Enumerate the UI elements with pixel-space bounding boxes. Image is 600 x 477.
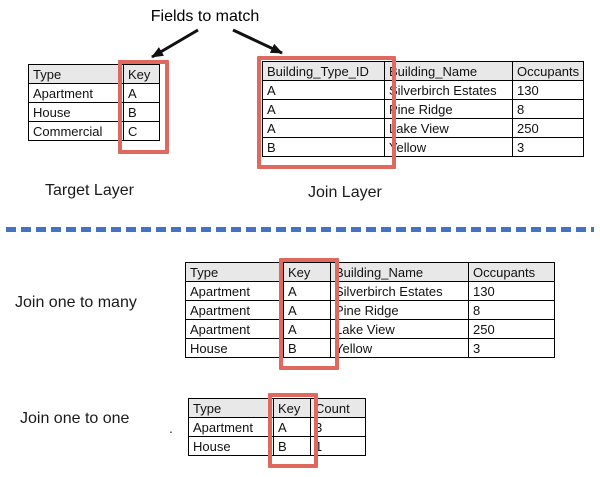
table-cell: C — [123, 121, 160, 141]
table-cell: A — [262, 99, 385, 119]
column-header: Occupants — [511, 61, 585, 81]
diagram-title: Fields to match — [150, 8, 260, 25]
table-cell: A — [123, 83, 160, 103]
column-header: Type — [28, 64, 124, 84]
table-cell: Yellow — [384, 137, 513, 157]
table-cell: Silverbirch Estates — [330, 281, 469, 301]
table-cell: Apartment — [28, 83, 124, 103]
table-cell: Pine Ridge — [330, 300, 469, 320]
table-cell: 250 — [468, 319, 555, 339]
table-cell: A — [283, 281, 331, 301]
table-cell: B — [123, 102, 160, 122]
column-header: Occupants — [468, 262, 555, 282]
table-cell: 8 — [468, 300, 555, 320]
table-cell: 3 — [468, 338, 555, 358]
fields-to-match-arrows — [151, 28, 283, 59]
table-cell: A — [283, 319, 331, 339]
column-header: Key — [283, 262, 331, 282]
column-header: Key — [273, 398, 311, 418]
table-cell: Commercial — [28, 121, 124, 141]
column-header: Type — [185, 262, 284, 282]
table-cell: Lake View — [330, 319, 469, 339]
table-cell: 1 — [310, 436, 366, 456]
table-cell: Silverbirch Estates — [384, 80, 513, 100]
stray-period-mark: . — [169, 420, 173, 436]
target-layer-label: Target Layer — [45, 182, 134, 199]
table-cell: House — [188, 436, 274, 456]
table-cell: Pine Ridge — [384, 99, 513, 119]
table-cell: 130 — [511, 80, 585, 100]
arrow-down-right-icon — [232, 28, 283, 55]
section-divider — [6, 227, 594, 232]
table-cell: Apartment — [185, 319, 284, 339]
table-cell: Lake View — [384, 118, 513, 138]
column-header: Building_Name — [330, 262, 469, 282]
table-cell: Apartment — [188, 417, 274, 437]
table-cell: House — [185, 338, 284, 358]
table-cell: A — [283, 300, 331, 320]
column-header: Key — [123, 64, 160, 84]
column-header: Building_Type_ID — [262, 61, 385, 81]
table-cell: A — [262, 118, 385, 138]
join-one-to-many-label: Join one to many — [15, 294, 137, 311]
table-cell: B — [262, 137, 385, 157]
column-header: Count — [310, 398, 366, 418]
table-cell: 250 — [511, 118, 585, 138]
arrow-down-left-icon — [151, 28, 199, 59]
table-cell: House — [28, 102, 124, 122]
join-layer-label: Join Layer — [308, 184, 382, 201]
table-cell: 130 — [468, 281, 555, 301]
table-cell: B — [283, 338, 331, 358]
table-cell: B — [273, 436, 311, 456]
join-one-to-one-label: Join one to one — [20, 410, 130, 427]
column-header: Type — [188, 398, 274, 418]
table-cell: Yellow — [330, 338, 469, 358]
column-header: Building_Name — [384, 61, 513, 81]
table-cell: 8 — [511, 99, 585, 119]
table-cell: A — [273, 417, 311, 437]
table-cell: 3 — [511, 137, 585, 157]
table-cell: 3 — [310, 417, 366, 437]
table-cell: Apartment — [185, 281, 284, 301]
table-cell: Apartment — [185, 300, 284, 320]
table-cell: A — [262, 80, 385, 100]
